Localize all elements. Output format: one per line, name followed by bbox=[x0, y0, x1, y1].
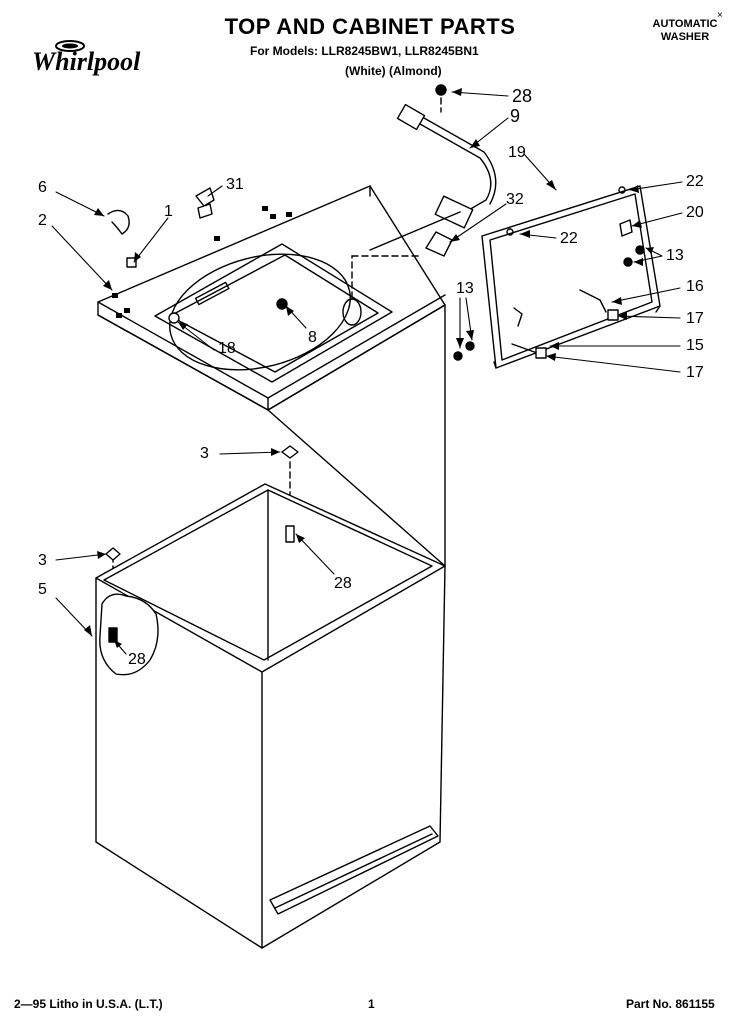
product-type-line2: WASHER bbox=[660, 31, 710, 43]
callout-13-left: 13 bbox=[456, 280, 474, 297]
models-line: For Models: LLR8245BW1, LLR8245BN1 bbox=[250, 44, 479, 58]
callout-16: 16 bbox=[686, 278, 704, 295]
corner-mark: × bbox=[717, 10, 723, 21]
part-22-bumper-mid bbox=[506, 228, 514, 236]
part-13-screws bbox=[453, 245, 645, 361]
lid-inner-bracket bbox=[513, 307, 523, 327]
part-20-bumper bbox=[619, 219, 633, 237]
colors-line: (White) (Almond) bbox=[345, 64, 442, 78]
footer-page-number: 1 bbox=[368, 997, 375, 1011]
product-type: AUTOMATIC WASHER bbox=[640, 18, 730, 44]
top-panel-tabs bbox=[112, 206, 292, 318]
whirlpool-logo: Whirlpool bbox=[32, 40, 141, 76]
callout-28-top: 28 bbox=[512, 86, 533, 106]
washer-top-panel bbox=[97, 185, 446, 411]
part-9-harness bbox=[396, 84, 497, 229]
callout-32: 32 bbox=[506, 191, 524, 208]
callout-28-mid: 28 bbox=[334, 575, 352, 592]
lid-opening bbox=[154, 243, 393, 383]
part-31-clip bbox=[195, 187, 215, 219]
part-28-screw-mid bbox=[285, 525, 295, 543]
panel-to-cabinet-line bbox=[267, 409, 446, 567]
part-8-screw bbox=[276, 298, 288, 310]
part-3-clip-top bbox=[281, 445, 299, 459]
callout-3-top: 3 bbox=[200, 445, 209, 462]
part-1-clip bbox=[126, 257, 137, 268]
callout-5: 5 bbox=[38, 581, 47, 598]
part-5-cabinet bbox=[95, 483, 446, 949]
callout-19: 19 bbox=[508, 144, 526, 161]
callout-18: 18 bbox=[218, 340, 236, 357]
footer-litho: 2—95 Litho in U.S.A. (L.T.) bbox=[14, 997, 163, 1011]
callout-2: 2 bbox=[38, 212, 47, 229]
callout-31: 31 bbox=[226, 176, 244, 193]
callout-22-top: 22 bbox=[686, 173, 704, 190]
cabinet-cutaway bbox=[99, 593, 159, 676]
callout-9: 9 bbox=[510, 106, 521, 126]
part-15-hinge-rod bbox=[511, 289, 619, 359]
callout-1: 1 bbox=[164, 203, 173, 220]
product-type-line1: AUTOMATIC bbox=[652, 18, 718, 30]
part-19-lid bbox=[481, 185, 661, 369]
callout-22-mid: 22 bbox=[560, 230, 578, 247]
part-22-bumper-top bbox=[618, 186, 626, 194]
footer-part-number: Part No. 861155 bbox=[626, 997, 715, 1011]
callout-8: 8 bbox=[308, 329, 317, 346]
lid-switch-opening bbox=[342, 298, 362, 326]
callout-arrowheads bbox=[84, 88, 654, 648]
callout-20: 20 bbox=[686, 204, 704, 221]
svg-text:Whirlpool: Whirlpool bbox=[32, 47, 141, 76]
callout-17-top: 17 bbox=[686, 310, 704, 327]
callout-3-left: 3 bbox=[38, 552, 47, 569]
callout-17-bottom: 17 bbox=[686, 364, 704, 381]
callout-6: 6 bbox=[38, 179, 47, 196]
part-18-strip bbox=[168, 281, 230, 324]
part-32-bracket bbox=[425, 231, 453, 257]
callout-15: 15 bbox=[686, 337, 704, 354]
part-3-clip-left bbox=[105, 547, 121, 561]
part-6-clip bbox=[107, 209, 130, 235]
callout-13-right: 13 bbox=[666, 247, 684, 264]
page-title: TOP AND CABINET PARTS bbox=[224, 14, 516, 39]
harness-lead-line bbox=[369, 211, 461, 251]
callout-28-low: 28 bbox=[128, 651, 146, 668]
